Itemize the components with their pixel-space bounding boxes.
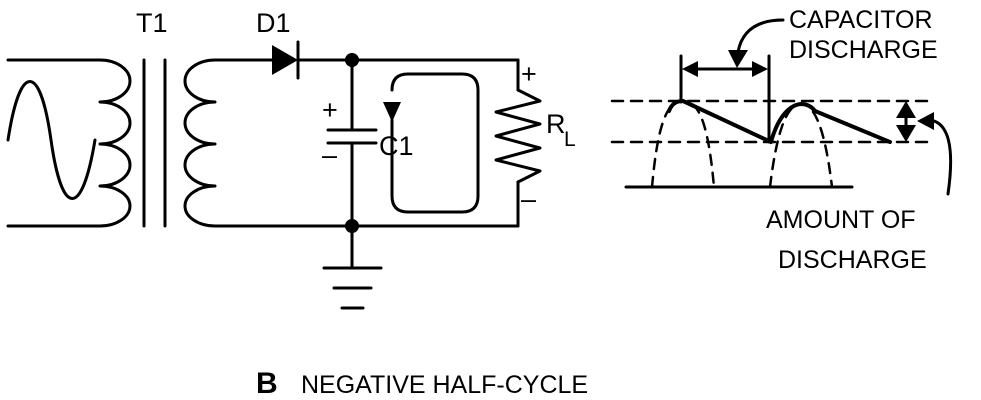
resistor-label-subscript: L	[564, 128, 576, 151]
half-wave-pulse-2	[768, 102, 834, 189]
capacitor-discharge-label-line1: CAPACITOR	[789, 6, 933, 34]
capacitor-plus-sign: +	[322, 95, 338, 125]
discharge-current-loop	[390, 72, 480, 214]
half-wave-pulse-1	[650, 99, 716, 189]
discharge-span-arrowhead-right	[752, 61, 768, 77]
amount-arrowhead-down	[896, 125, 916, 142]
load-resistor-zigzag	[494, 88, 542, 184]
caption-text: NEGATIVE HALF-CYCLE	[301, 371, 588, 399]
secondary-winding	[183, 58, 217, 228]
diode-triangle-icon	[272, 45, 298, 75]
capacitor-discharge-label-line2: DISCHARGE	[789, 36, 938, 64]
caption-letter: B	[256, 367, 278, 400]
transformer-label: T1	[136, 8, 168, 38]
junction-dot-top	[345, 53, 359, 67]
resistor-minus-sign: –	[521, 184, 536, 214]
capacitor-discharge-leader-arrowhead	[728, 50, 748, 68]
amount-arrowhead-up	[896, 101, 916, 118]
capacitor-minus-sign: –	[322, 140, 337, 170]
diode-label: D1	[256, 8, 291, 38]
amount-discharge-label-line1: AMOUNT OF	[766, 206, 916, 234]
discharge-span-arrowhead-left	[682, 61, 698, 77]
resistor-plus-sign: +	[521, 59, 537, 89]
amount-discharge-leader	[928, 118, 953, 196]
capacitor-discharge-leader	[736, 18, 785, 54]
ac-source-sine-icon	[6, 80, 97, 200]
primary-winding	[98, 58, 132, 228]
junction-dot-bottom	[345, 219, 359, 233]
amount-discharge-label-line2: DISCHARGE	[778, 246, 927, 274]
ripple-output-curve	[667, 99, 892, 144]
amount-leader-arrowhead	[917, 112, 934, 130]
resistor-label: R	[546, 109, 566, 139]
current-arrowhead-icon	[383, 102, 401, 122]
capacitor-label: C1	[379, 131, 414, 161]
